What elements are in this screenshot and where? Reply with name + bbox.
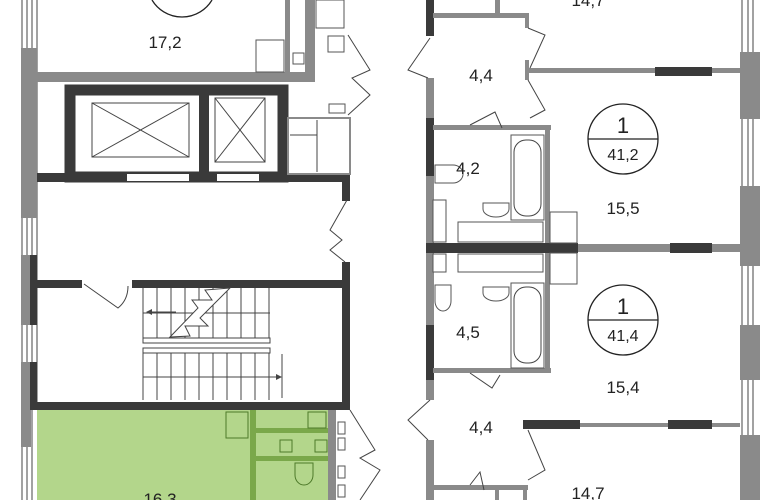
wall <box>37 72 315 82</box>
apartment-area: 41,2 <box>607 147 638 164</box>
green-wall <box>256 456 328 461</box>
wall <box>328 410 336 500</box>
room-area-label: 14,7 <box>571 484 604 500</box>
shelf-icon <box>315 0 345 29</box>
room-area-label: 4,4 <box>469 66 493 85</box>
apartment-area: 41,4 <box>607 328 638 345</box>
room-area-label: 14,7 <box>571 0 604 10</box>
room-area-label: 4,4 <box>469 418 493 437</box>
shelf-icon <box>307 411 327 429</box>
door-swing <box>347 34 371 116</box>
green-wall <box>256 428 328 433</box>
room-area-label: 4,5 <box>456 323 480 342</box>
right-apartments <box>407 0 760 500</box>
door-swing <box>329 199 348 263</box>
wall <box>305 0 315 82</box>
apartment-rooms: 1 <box>617 113 629 138</box>
toilet-icon <box>434 164 464 184</box>
toilet-icon <box>434 284 452 312</box>
door-swing <box>349 409 381 500</box>
apartment-badge[interactable]: 1 41,4 <box>587 284 659 356</box>
bathtub-icon <box>510 282 545 369</box>
fixture-icon <box>279 439 293 453</box>
room-area-label: 4,2 <box>456 159 480 178</box>
fixture-icon <box>328 103 346 114</box>
elevator-shaft-icon <box>91 102 190 158</box>
green-wall <box>250 410 256 500</box>
sink-icon <box>549 252 578 285</box>
elevator-block <box>37 84 350 201</box>
apartment-badge[interactable]: 1 41,2 <box>587 103 659 175</box>
sink-icon <box>482 286 510 302</box>
sink-icon <box>225 411 249 439</box>
room-area-label: 17,2 <box>148 33 181 52</box>
utility-box <box>287 117 351 175</box>
apartment-rooms: 1 <box>617 294 629 319</box>
bathtub-icon <box>510 134 545 221</box>
sink-icon <box>482 202 510 218</box>
left-outer-wall <box>21 0 38 500</box>
room-area-label: 16,3 <box>143 490 176 500</box>
sink-icon <box>549 211 578 244</box>
room-area-label: 15,5 <box>606 199 639 218</box>
elevator-shaft-icon <box>214 97 266 163</box>
wall <box>285 0 290 75</box>
fixture-icon <box>292 52 305 65</box>
fixture-icon <box>327 35 345 53</box>
highlighted-apartment[interactable] <box>37 410 330 500</box>
apartment-badge-partial <box>151 0 213 18</box>
sink-icon <box>255 39 285 73</box>
toilet-icon <box>294 462 314 486</box>
fixture-icon <box>314 439 328 453</box>
room-area-label: 15,4 <box>606 378 639 397</box>
stairwell <box>30 262 350 410</box>
